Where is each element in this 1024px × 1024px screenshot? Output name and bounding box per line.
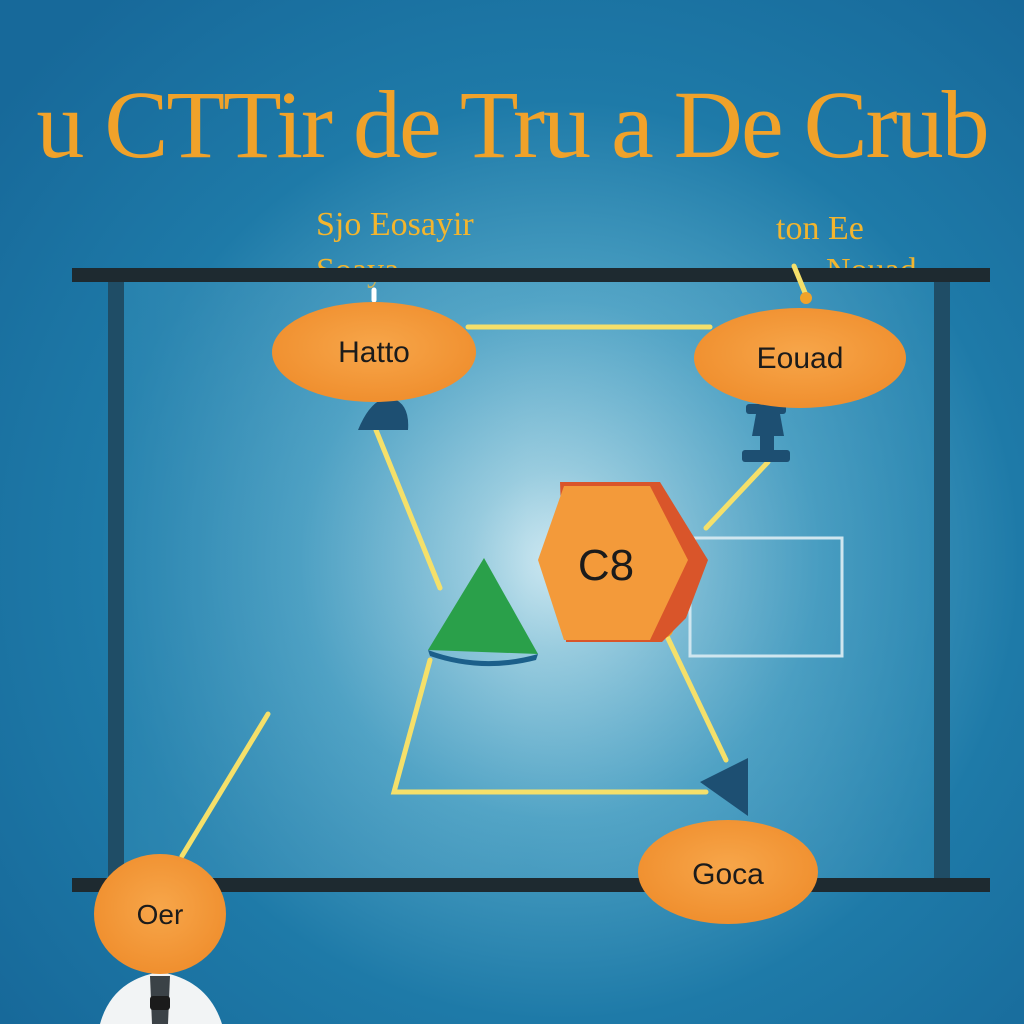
- node-top-right-label: Eouad: [757, 342, 844, 375]
- annotation-top-right-line1: ton Ee: [776, 210, 864, 247]
- node-top-left-label: Hatto: [338, 336, 410, 369]
- connector-bottom-left: [179, 711, 271, 859]
- triangle-shape: [428, 558, 538, 667]
- person-figure: [100, 972, 222, 1024]
- node-top-right: Eouad: [694, 308, 906, 408]
- frame-left-edge: [108, 278, 124, 878]
- frame-top-bar: [72, 268, 990, 282]
- diagram-title: u CTTir de Tru a De Crub: [36, 71, 989, 178]
- node-top-left: Hatto: [272, 302, 476, 402]
- marker-top-left: [358, 397, 409, 430]
- node-bottom-left-label: Oer: [137, 899, 184, 930]
- marker-dot-right: [800, 292, 812, 304]
- marker-top-right: [742, 404, 790, 462]
- connector-left-diagonal: [373, 427, 443, 591]
- node-bottom-right: Goca: [638, 820, 818, 924]
- connector-right-diagonal: [703, 459, 771, 531]
- node-bottom-right-label: Goca: [692, 858, 764, 891]
- node-center-label: C8: [578, 541, 634, 590]
- frame-right-edge: [934, 278, 950, 878]
- connector-bottom-loop: [390, 657, 709, 795]
- center-hexagon: [538, 482, 708, 642]
- connector-center-down: [662, 629, 729, 763]
- marker-bottom-right: [700, 758, 748, 816]
- annotation-top-left-line1: Sjo Eosayir: [316, 206, 474, 243]
- node-bottom-left: Oer: [94, 854, 226, 974]
